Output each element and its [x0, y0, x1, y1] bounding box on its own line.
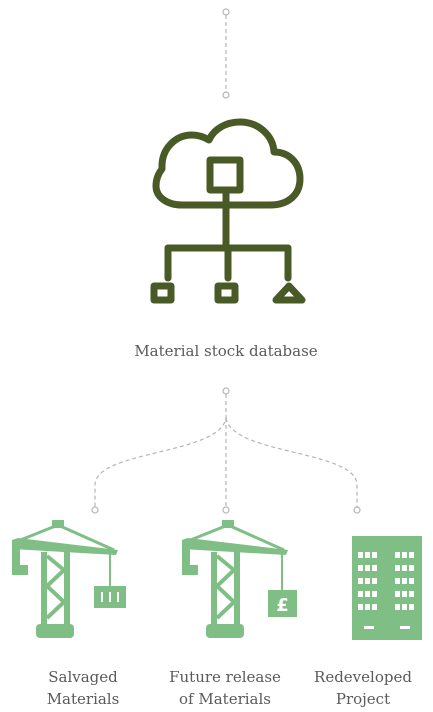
output-label-salvaged: Salvaged Materials — [8, 666, 158, 710]
crane-materials-icon — [12, 520, 126, 638]
output-label-line: Redeveloped — [314, 668, 412, 686]
output-label-line: Project — [335, 690, 391, 708]
top-connector — [222, 8, 230, 99]
branch-connectors — [91, 387, 361, 514]
pound-symbol: £ — [276, 595, 289, 616]
output-label-line: Salvaged — [48, 668, 118, 686]
output-label-line: of Materials — [179, 690, 271, 708]
output-label-line: Materials — [46, 690, 120, 708]
output-label-future-release: Future release of Materials — [140, 666, 310, 710]
output-label-line: Future release — [169, 668, 281, 686]
output-label-redeveloped: Redeveloped Project — [288, 666, 433, 710]
crane-pound-icon: £ — [182, 520, 297, 638]
cloud-database-icon — [150, 118, 306, 304]
database-title: Material stock database — [134, 342, 318, 360]
building-icon — [352, 536, 422, 640]
